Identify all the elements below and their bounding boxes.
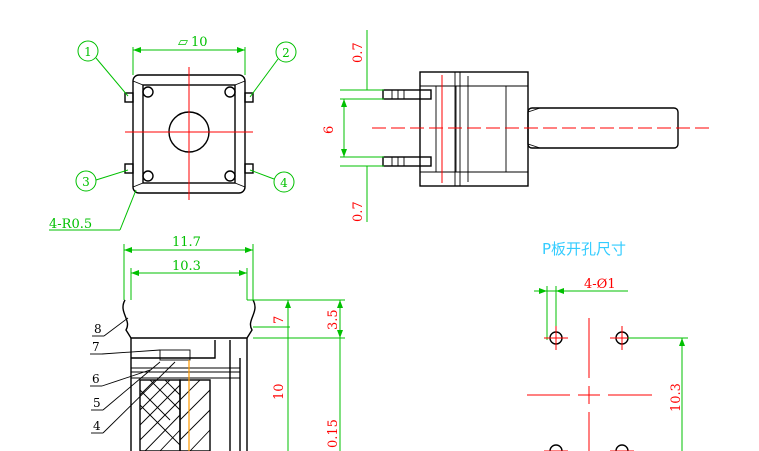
corner-hole-1 [142, 86, 154, 98]
top-lead-dim: 0.7 [351, 42, 366, 63]
pin-tab-1 [124, 92, 134, 103]
flatness-symbol: ▱ [178, 35, 188, 50]
pcb-layout-title: P板开孔尺寸 [542, 240, 626, 258]
section-walls [130, 338, 248, 451]
pcb-hole-4 [615, 444, 629, 451]
hatched-block [139, 379, 211, 451]
pin-tab-4 [244, 163, 254, 174]
side-view: 0.7 6 0.7 [322, 30, 712, 222]
dim-3-5: 3.5 [326, 309, 341, 330]
inner-width-dim: 10.3 [172, 259, 201, 274]
pin-tab-2 [244, 92, 254, 103]
dim-7: 7 [272, 316, 287, 324]
svg-text:3: 3 [82, 175, 90, 189]
bottom-lead-dim: 0.7 [351, 201, 366, 222]
hole-spec: 4-Ø1 [584, 277, 616, 292]
upper-pin [382, 89, 432, 100]
pin-callout-3 [75, 170, 97, 192]
svg-text:4: 4 [93, 419, 101, 433]
svg-text:8: 8 [94, 322, 102, 336]
corner-hole-2 [224, 86, 236, 98]
pcb-hole-3 [549, 444, 563, 451]
top-view: ▱ 10 1 2 3 4 4-R0.5 [49, 35, 297, 232]
svg-text:1: 1 [84, 45, 92, 59]
lower-pin [382, 156, 432, 167]
pin-callout-4 [273, 171, 295, 193]
svg-text:5: 5 [93, 396, 101, 410]
pcb-layout: P板开孔尺寸 4-Ø1 10.3 [527, 240, 688, 451]
section-view: 11.7 10.3 [90, 235, 345, 451]
outer-width-dim: 11.7 [172, 235, 201, 250]
corner-radius-label: 4-R0.5 [49, 217, 92, 232]
pin-callout-1 [77, 40, 99, 62]
pin-tab-3 [124, 163, 134, 174]
corner-hole-3 [142, 170, 154, 182]
corner-hole-4 [224, 170, 236, 182]
svg-text:4: 4 [280, 176, 288, 190]
dim-10: 10 [272, 383, 287, 400]
svg-text:7: 7 [92, 340, 100, 354]
part-callouts: 8 7 6 5 4 [90, 317, 176, 434]
dim-0-15: 0.15 [326, 419, 341, 448]
spring-clip-outline [122, 299, 256, 339]
pin-callout-2 [275, 41, 297, 63]
pitch-dim: 6 [322, 126, 337, 134]
svg-text:6: 6 [92, 372, 100, 386]
width-dim-text: 10 [191, 35, 208, 50]
svg-text:2: 2 [282, 46, 290, 60]
pcb-pitch-dim: 10.3 [669, 383, 684, 412]
